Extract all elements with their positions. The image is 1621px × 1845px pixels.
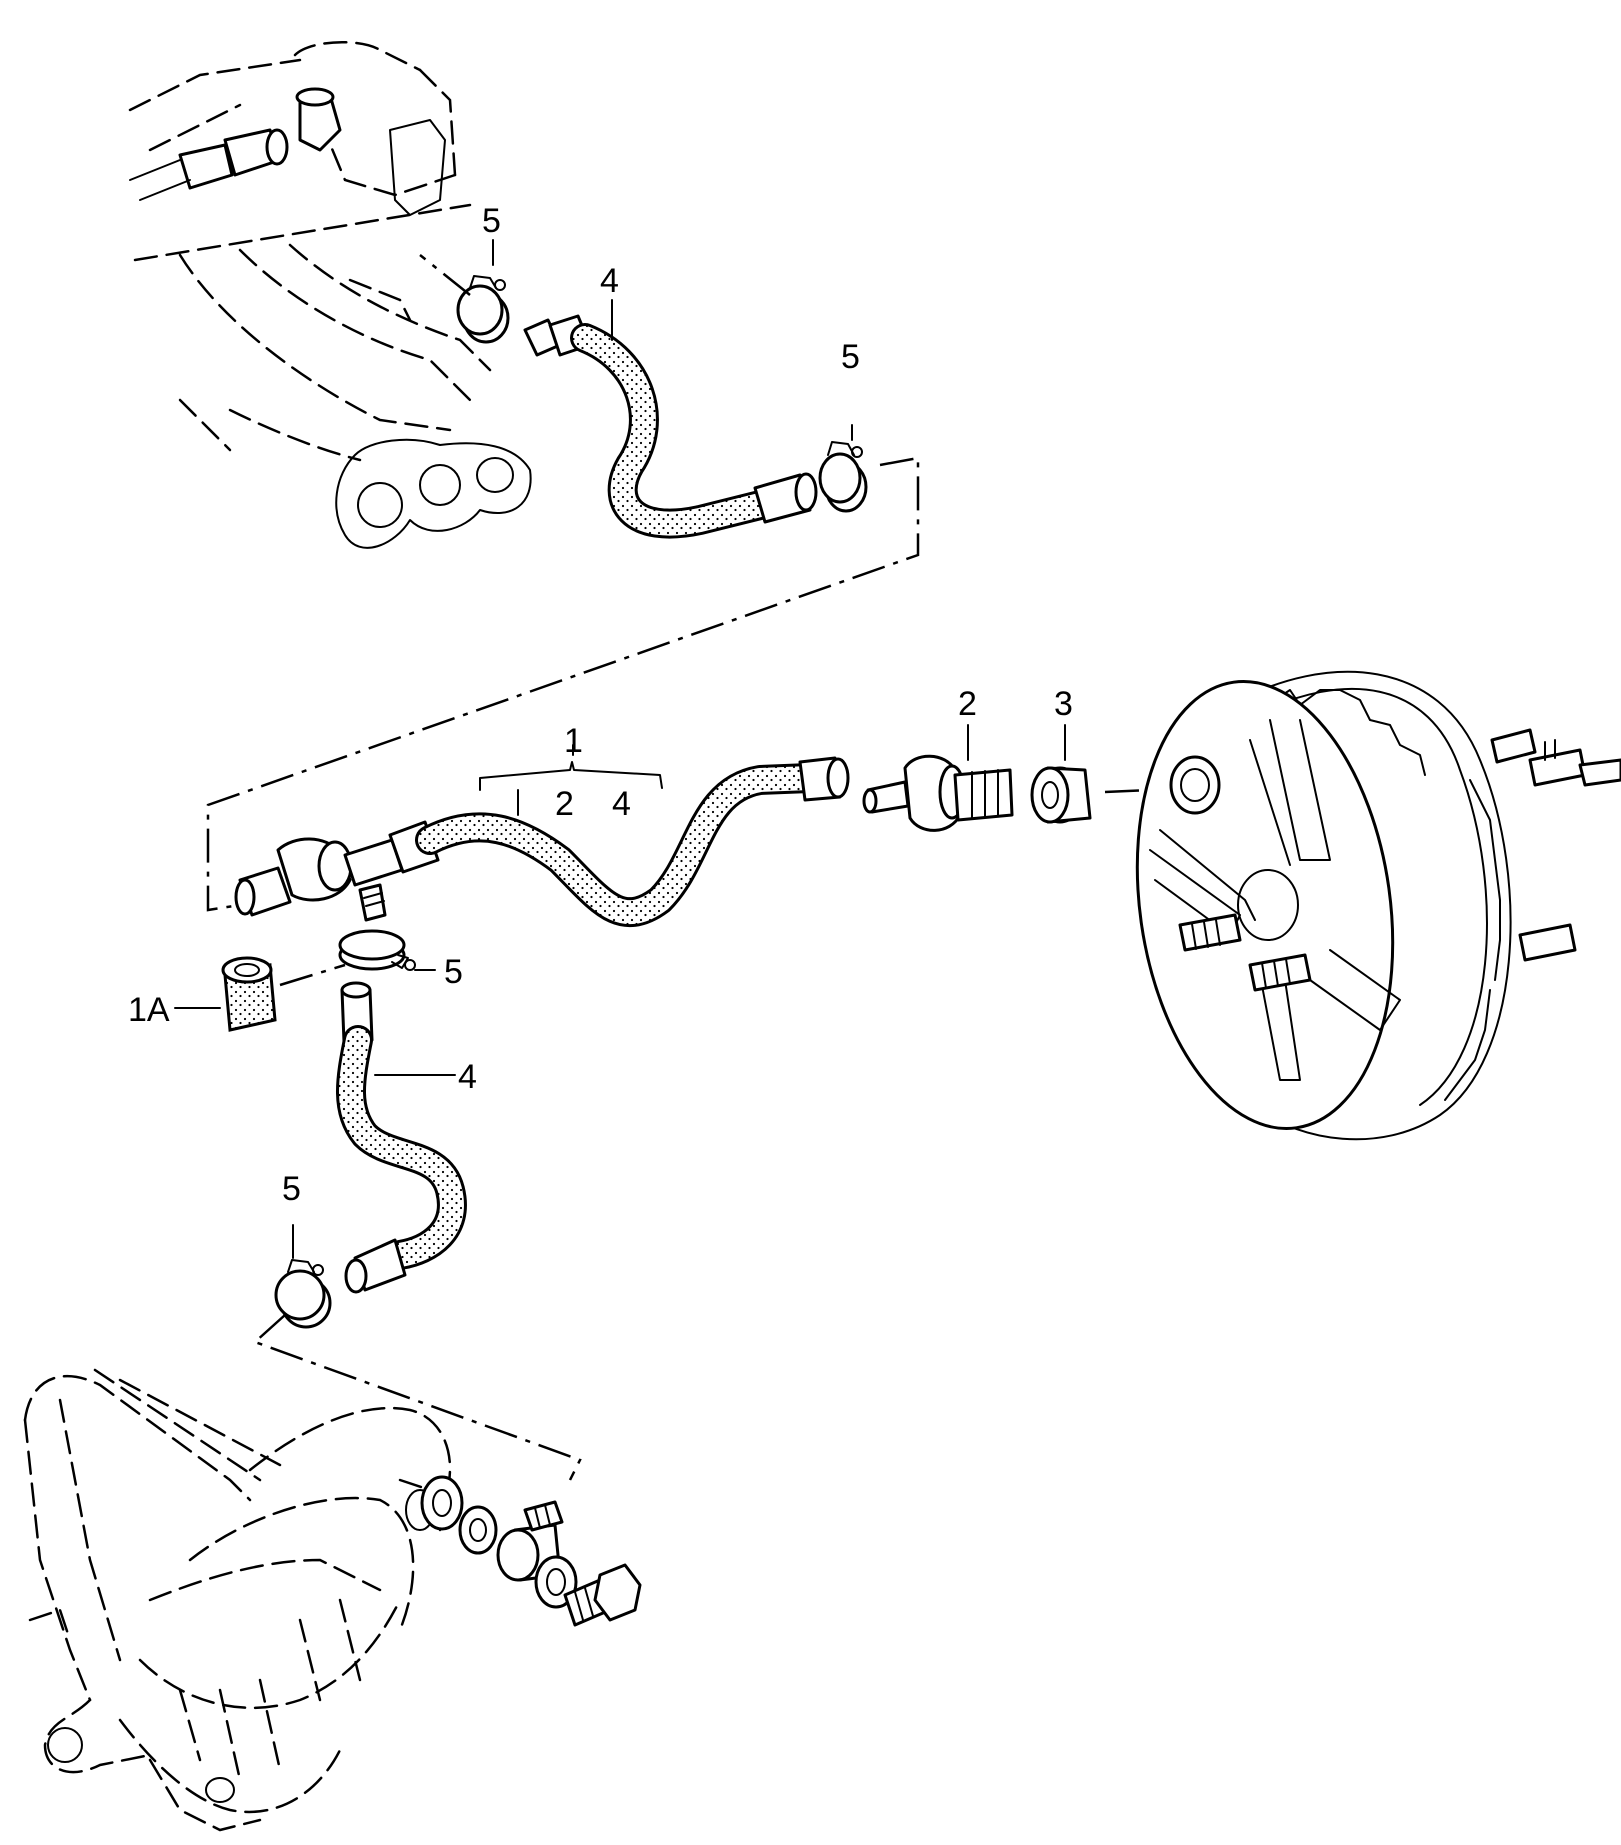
pump-connection-parts: [420, 1475, 642, 1627]
callout-1-sub-4: 4: [612, 785, 631, 823]
grommet: [1030, 766, 1092, 824]
alignment-chain-line: [252, 1314, 582, 1481]
hose-clamp-top-right: [818, 441, 868, 513]
brake-servo: [1135, 670, 1621, 1141]
hose-clamp-top-left: [456, 275, 510, 344]
callout-2: 2: [958, 685, 977, 723]
callout-1A: 1A: [128, 991, 170, 1029]
check-valve: [862, 754, 1014, 832]
vacuum-hose-top: [523, 314, 818, 539]
callout-5-middle: 5: [444, 953, 463, 991]
vacuum-hose-lower: [336, 981, 467, 1294]
intake-manifold: [128, 41, 532, 549]
callout-1: 1: [564, 722, 583, 760]
callout-1-sub-2: 2: [555, 785, 574, 823]
vacuum-pump: [23, 1368, 452, 1832]
alignment-chain-line: [279, 963, 346, 987]
alignment-chain-line: [419, 254, 471, 296]
callout-5-top-left: 5: [482, 202, 501, 240]
hose-clamp-bottom: [274, 1259, 332, 1329]
hose-clamp-middle: [338, 929, 416, 971]
callout-brace: [479, 761, 663, 791]
callout-5-bottom: 5: [282, 1170, 301, 1208]
alignment-chain-frame: [206, 456, 920, 912]
alignment-chain-line: [1104, 787, 1173, 794]
callout-4-middle: 4: [458, 1058, 477, 1096]
end-cap: [221, 956, 277, 1032]
main-vacuum-hose-assembly: [234, 756, 850, 928]
callout-5-top-right: 5: [841, 338, 860, 376]
callout-4-top: 4: [600, 262, 619, 300]
callout-3: 3: [1054, 685, 1073, 723]
